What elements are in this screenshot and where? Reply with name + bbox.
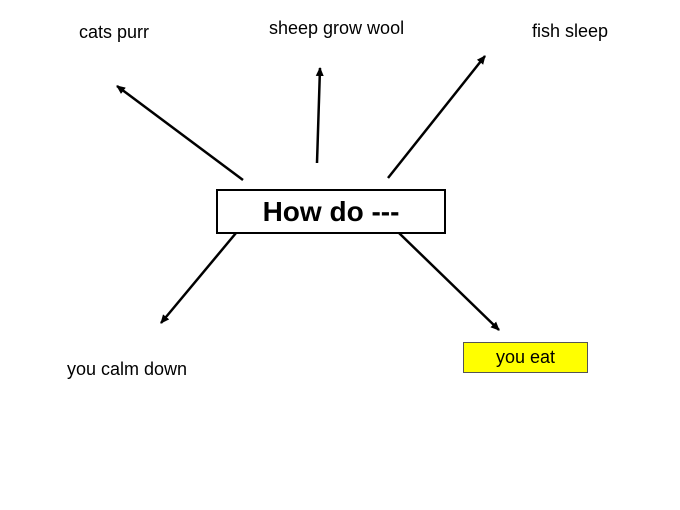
- center-topic-box: How do ---: [216, 189, 446, 234]
- branch-cats-purr: cats purr: [79, 22, 150, 42]
- branch-fish-sleep: fish sleep: [532, 21, 609, 41]
- branch-you-eat-label: you eat: [495, 347, 556, 367]
- arrow-to-you-eat: [398, 232, 500, 331]
- arrow-to-fish-sleep: [387, 55, 486, 179]
- arrow-to-cats-purr: [116, 84, 244, 182]
- branch-you-eat-box: you eat: [463, 342, 588, 373]
- branch-you-calm-down: you calm down: [67, 359, 188, 379]
- arrow-to-you-calm-down: [160, 232, 237, 324]
- arrow-to-sheep-grow-wool: [315, 67, 324, 164]
- center-topic-label: How do ---: [262, 195, 400, 227]
- branch-sheep-grow-wool: sheep grow wool: [269, 18, 405, 38]
